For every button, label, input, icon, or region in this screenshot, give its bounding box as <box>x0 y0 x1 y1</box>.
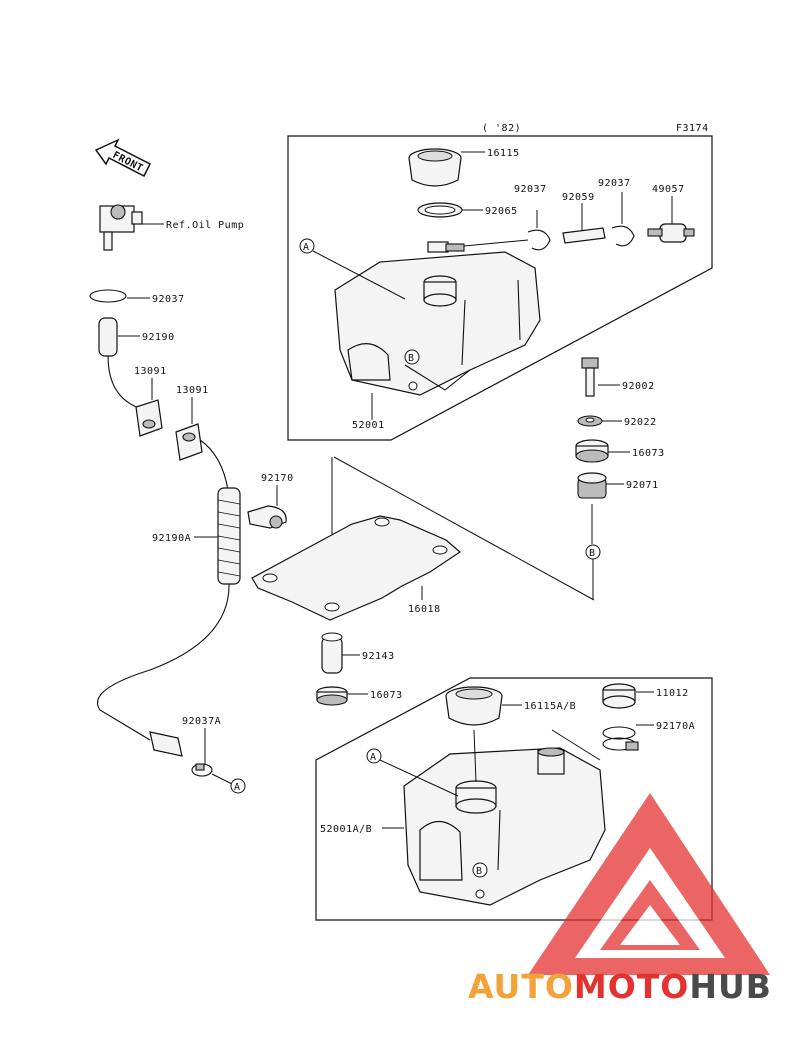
callout-b-circle <box>472 862 488 878</box>
label-49057: 49057 <box>652 184 685 195</box>
grommet-icon <box>577 472 607 499</box>
label-11012: 11012 <box>656 688 689 699</box>
label-52001: 52001 <box>352 420 385 431</box>
breather-valve-icon <box>647 223 695 243</box>
watermark-text: AUTOMOTOHUB <box>468 967 772 1006</box>
label-92190: 92190 <box>142 332 175 343</box>
hose-clip-icon <box>89 289 127 303</box>
fuel-cap-icon <box>408 148 462 187</box>
hose-clip-icon <box>191 763 213 777</box>
label-92065: 92065 <box>485 206 518 217</box>
label-92037a: 92037A <box>182 716 221 727</box>
figure-code: F3174 <box>676 123 709 134</box>
callout-b-right: B <box>589 548 596 559</box>
label-16115ab: 16115A/B <box>524 701 576 712</box>
damper-icon <box>316 686 348 706</box>
long-hose-icon <box>217 487 241 585</box>
clip-bracket-icon <box>247 505 287 529</box>
callout-a-circle <box>366 748 382 764</box>
front-arrow-icon: FRONT <box>94 138 152 178</box>
label-52001ab: 52001A/B <box>320 824 372 835</box>
label-92037-pump: 92037 <box>152 294 185 305</box>
callout-b-circle <box>404 349 420 365</box>
clip-icon <box>611 225 635 247</box>
bolt-icon <box>581 357 599 397</box>
pipe-icon <box>562 227 606 244</box>
label-92059: 92059 <box>562 192 595 203</box>
hose-end-icon <box>149 731 183 757</box>
fuel-fitting-icon <box>427 241 465 253</box>
watermark-auto: AUTO <box>468 967 574 1006</box>
hose-clamp-icon <box>135 399 163 437</box>
label-92037-b: 92037 <box>598 178 631 189</box>
label-16073-b: 16073 <box>370 690 403 701</box>
label-13091-a: 13091 <box>134 366 167 377</box>
label-16115: 16115 <box>487 148 520 159</box>
label-92071: 92071 <box>626 480 659 491</box>
callout-a-top: A <box>303 242 310 253</box>
band-clamp-icon <box>602 726 639 751</box>
callout-a-bottom: A <box>370 752 377 763</box>
callout-a-circle <box>230 778 246 794</box>
label-92143: 92143 <box>362 651 395 662</box>
short-hose-icon <box>98 317 118 357</box>
callout-b-bottom: B <box>476 866 483 877</box>
clip-icon <box>527 229 551 251</box>
label-13091-b: 13091 <box>176 385 209 396</box>
fuel-tank-icon <box>403 747 606 906</box>
gasket-icon <box>417 202 463 218</box>
automotohub-logo <box>528 793 770 975</box>
hose-clamp-icon <box>175 423 203 461</box>
watermark-moto: MOTO <box>574 967 689 1006</box>
label-92002: 92002 <box>622 381 655 392</box>
label-16018: 16018 <box>408 604 441 615</box>
callout-b-top: B <box>408 353 415 364</box>
label-16073-a: 16073 <box>632 448 665 459</box>
callout-a-circle <box>299 238 315 254</box>
label-92022: 92022 <box>624 417 657 428</box>
label-92170: 92170 <box>261 473 294 484</box>
washer-icon <box>577 415 603 427</box>
fuel-cap-icon <box>445 686 503 726</box>
watermark-hub: HUB <box>689 967 772 1006</box>
callout-a-left: A <box>234 782 241 793</box>
label-92190a: 92190A <box>152 533 191 544</box>
oil-pump-icon <box>99 204 143 251</box>
year-note: ( '82) <box>482 123 521 134</box>
ref-oil-pump-label: Ref.Oil Pump <box>166 220 244 231</box>
damper-icon <box>575 439 609 463</box>
plug-icon <box>602 683 636 709</box>
spacer-icon <box>321 632 343 674</box>
label-92037-a: 92037 <box>514 184 547 195</box>
fuel-tank-icon <box>334 251 541 396</box>
label-92170a: 92170A <box>656 721 695 732</box>
top-tank-frame <box>287 135 713 441</box>
mounting-bracket-icon <box>251 515 461 621</box>
